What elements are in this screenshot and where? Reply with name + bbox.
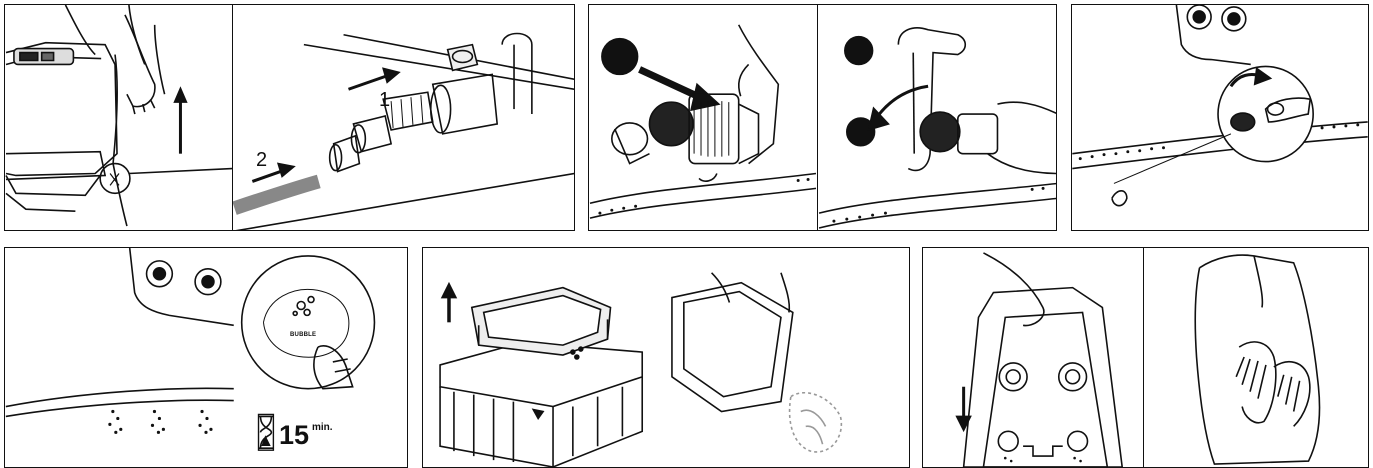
- panel-group-filter: [588, 4, 1057, 231]
- timer-value: 15: [279, 420, 309, 451]
- panel-group-clean: [922, 247, 1369, 468]
- panel-bubble-timer: BUBBLE 15 min.: [4, 247, 408, 468]
- step4-illustration: [818, 5, 1057, 230]
- timer-unit: min.: [312, 422, 333, 433]
- step6-illustration: [5, 248, 407, 467]
- step3-illustration: [589, 5, 817, 230]
- step7-illustration: [423, 248, 909, 467]
- step9-illustration: [1144, 248, 1369, 467]
- step2-illustration: [233, 5, 575, 230]
- panel-group-drain-hose: 1 2: [4, 4, 575, 231]
- bubble-button-label: BUBBLE: [290, 332, 316, 338]
- panel-lift-liner: [422, 247, 910, 468]
- step1-illustration: [5, 5, 233, 230]
- step5-illustration: [1072, 5, 1368, 230]
- panel-drain-cap: [1071, 4, 1369, 231]
- step8-illustration: [923, 248, 1143, 467]
- step-number-1: 1: [379, 89, 390, 112]
- step-number-2: 2: [256, 149, 267, 172]
